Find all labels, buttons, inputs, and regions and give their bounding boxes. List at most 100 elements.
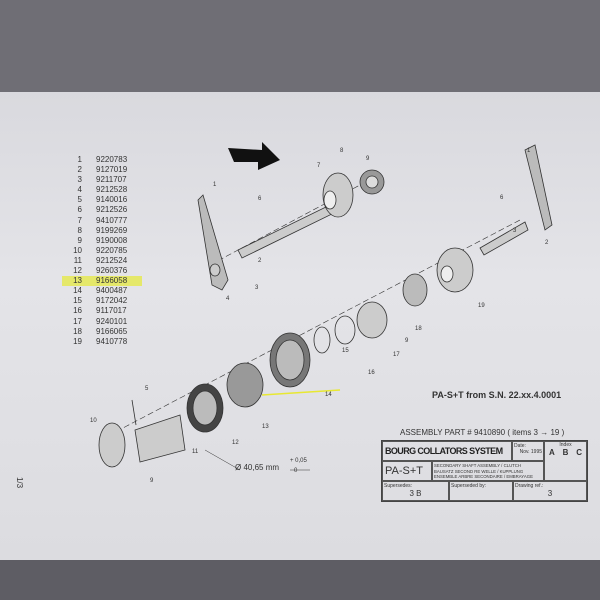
model-note: PA-S+T from S.N. 22.xx.4.0001 <box>432 390 562 400</box>
item-number: 17 <box>73 316 82 326</box>
parts-list-row: 14 9400487 <box>62 286 142 296</box>
callout-number: 6 <box>500 195 504 201</box>
part-number: 9410777 <box>96 215 128 225</box>
callout-number: 10 <box>90 418 97 424</box>
description-de: BAUSATZ SECOND RE WELLE / KUPPLUNG <box>434 468 524 474</box>
diameter-dimension: Ø 40,65 mm <box>235 463 280 472</box>
callout-number: 7 <box>317 163 321 169</box>
part-number: 9400487 <box>96 286 128 296</box>
part-number: 9190008 <box>96 235 128 245</box>
superseded-by-label: Superseded by: <box>449 481 513 501</box>
date-value: Nov. 1995 <box>519 449 542 455</box>
sleeve-11 <box>134 414 186 463</box>
parts-list-row: 1 9220783 <box>62 155 142 165</box>
part-number: 9211707 <box>96 175 127 185</box>
callout-number: 15 <box>342 348 349 354</box>
callout-number: 9 <box>150 478 154 484</box>
item-number: 5 <box>77 195 82 205</box>
part-number: 9220785 <box>96 245 128 255</box>
collar-4 <box>209 263 221 277</box>
item-number: 15 <box>73 296 82 306</box>
part-number: 9199269 <box>96 225 128 235</box>
item-number: 8 <box>77 225 82 235</box>
part-number: 9166058 <box>96 276 128 286</box>
page-marker: 1/3 <box>15 476 25 489</box>
description-en: SECONDARY SHAFT ASSEMBLY / CLUTCH <box>434 463 521 468</box>
bearing-8-bore <box>365 175 379 189</box>
callout-number: 16 <box>368 370 375 376</box>
part-number: 9212528 <box>96 185 128 195</box>
callout-number: 2 <box>258 258 262 264</box>
part-number: 9212526 <box>96 205 128 215</box>
drawing-ref-value: 3 <box>547 489 553 498</box>
callout-number: 3 <box>513 228 517 234</box>
item-number: 18 <box>73 326 82 336</box>
company-logo: BOURG COLLATORS SYSTEM <box>385 446 503 456</box>
document-page <box>0 92 600 562</box>
callout-number: 13 <box>262 424 269 430</box>
clutch-ring-12-bore <box>192 390 218 426</box>
tolerance-upper: + 0,05 <box>290 458 307 464</box>
parts-list-row: 4 9212528 <box>62 185 142 195</box>
callout-number: 12 <box>232 440 239 446</box>
direction-arrow-icon <box>228 142 280 170</box>
parts-list-row: 10 9220785 <box>62 246 142 256</box>
tolerance-lower: 0 <box>294 468 298 474</box>
flange-19-bore <box>440 265 454 283</box>
callout-number: 4 <box>226 296 230 302</box>
item-number: 14 <box>73 286 82 296</box>
parts-list-row: 19 9410778 <box>62 337 142 347</box>
drawing-ref-label: Drawing ref.: <box>515 483 544 489</box>
item-number: 12 <box>73 266 82 276</box>
item-number: 13 <box>73 276 82 286</box>
callout-number: 1 <box>527 148 531 154</box>
item-number: 19 <box>73 336 82 346</box>
callout-number: 19 <box>478 303 485 309</box>
part-number: 9172042 <box>96 296 128 306</box>
callout-number: 8 <box>340 148 344 154</box>
item-number: 10 <box>73 245 82 255</box>
index-label: Index <box>559 442 572 448</box>
callout-number: 14 <box>325 392 332 398</box>
item-number: 1 <box>77 155 82 164</box>
callout-number: 3 <box>255 285 259 291</box>
parts-list-row: 13 9166058 <box>62 276 142 287</box>
item-number: 6 <box>77 205 82 215</box>
yellow-arrow <box>261 389 341 396</box>
spring-18 <box>402 273 428 307</box>
part-number: 9127019 <box>96 165 128 175</box>
callout-number: 9 <box>405 338 409 344</box>
callout-number: 17 <box>393 352 400 358</box>
parts-list-row: 6 9212526 <box>62 205 142 215</box>
leader-line <box>204 449 241 471</box>
callout-number: 9 <box>366 156 370 162</box>
callout-number: 2 <box>545 240 549 246</box>
parts-list-row: 15 9172042 <box>62 296 142 306</box>
hub-17 <box>356 301 388 339</box>
callout-number: 11 <box>192 449 199 455</box>
part-number: 9410778 <box>96 336 128 346</box>
title-block: BOURG COLLATORS SYSTEM Date: Nov. 1995 I… <box>381 440 588 502</box>
item-number: 4 <box>77 185 82 195</box>
part-number: 9212524 <box>96 255 128 265</box>
background-surface <box>0 560 600 600</box>
callout-number: 5 <box>145 386 149 392</box>
ring-15 <box>313 326 331 354</box>
part-number: 9220783 <box>96 155 128 164</box>
supersedes-label: Supersedes: <box>384 483 413 489</box>
pin-5 <box>131 399 137 426</box>
flange-7-bore <box>323 190 337 210</box>
assembly-label: ASSEMBLY PART # 9410890 ( items 3 → 19 ) <box>400 428 565 437</box>
gear-14-hub <box>275 339 305 381</box>
shaft-left <box>237 204 335 259</box>
